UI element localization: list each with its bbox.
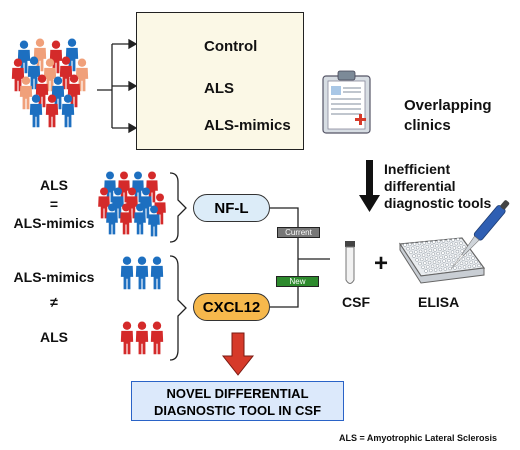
current-tag: Current (277, 227, 320, 238)
novel-tool-result-box: NOVEL DIFFERENTIAL DIAGNOSTIC TOOL IN CS… (131, 381, 344, 421)
person-icon (150, 321, 164, 355)
patient-groups-panel (136, 12, 304, 150)
equality-symbol: = (49, 196, 59, 212)
inequality-bottom-label: ALS (40, 329, 68, 345)
equality-bottom-label: ALS-mimics (13, 215, 95, 231)
elisa-label: ELISA (418, 294, 460, 310)
fork-arrowheads (128, 38, 138, 134)
down-arrow-icon (359, 160, 380, 212)
inequality-symbol: ≠ (50, 294, 58, 310)
biomarker-connector (270, 207, 330, 308)
elisa-plate-icon (398, 237, 486, 284)
inequality-top-label: ALS-mimics (13, 269, 95, 285)
equality-top-label: ALS (40, 177, 68, 193)
als-footnote: ALS = Amyotrophic Lateral Sclerosis (339, 433, 497, 443)
csf-label: CSF (342, 294, 370, 310)
person-icon (150, 256, 164, 290)
person-icon (135, 321, 149, 355)
overlapping-clinics-label: Overlapping clinics (404, 97, 492, 134)
pipette-icon (450, 200, 510, 269)
clipboard-icon (322, 70, 371, 134)
inefficient-tools-label: Inefficient differential diagnostic tool… (384, 161, 492, 211)
person-icon (120, 256, 134, 290)
inequality-brace (169, 255, 187, 361)
plus-sign: + (374, 250, 389, 277)
result-text: NOVEL DIFFERENTIAL DIAGNOSTIC TOOL IN CS… (153, 386, 322, 418)
new-tag: New (276, 276, 319, 287)
cxcl12-biomarker: CXCL12 (193, 293, 270, 321)
person-icon (120, 321, 134, 355)
mimics-group-label: ALS-mimics (204, 117, 291, 134)
crowd-fork-lines (97, 43, 132, 129)
nfl-biomarker: NF-L (193, 194, 270, 222)
control-group-label: Control (204, 38, 258, 55)
test-tube-icon (345, 241, 355, 284)
equality-brace (169, 172, 187, 243)
als-group-label: ALS (204, 80, 234, 97)
red-down-arrow-icon (221, 332, 255, 376)
person-icon (135, 256, 149, 290)
